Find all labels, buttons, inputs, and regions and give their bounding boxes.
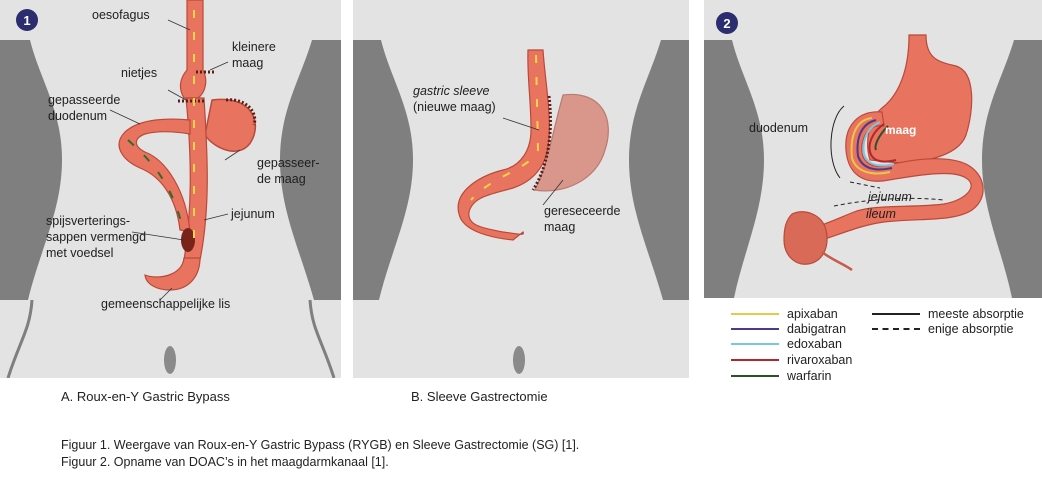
legend-label-enige: enige absorptie (928, 321, 1014, 336)
label-de-maag: de maag (257, 172, 306, 186)
legend-apixaban: apixaban (731, 306, 838, 321)
right-hip (308, 299, 336, 378)
left-shoulder (704, 40, 764, 298)
legend-warfarin: warfarin (731, 368, 831, 383)
badge-2: 2 (716, 12, 738, 34)
left-shoulder (0, 40, 62, 300)
right-shoulder (280, 40, 341, 300)
legend: apixaban dabigatran edoxaban rivaroxaban… (731, 306, 1042, 386)
legend-label-apixaban: apixaban (787, 306, 838, 321)
label-gepasseerde: gepasseerde (48, 93, 121, 107)
anastomosis (181, 228, 195, 252)
label-gastric-sleeve: gastric sleeve (413, 84, 490, 98)
left-hip (6, 299, 34, 378)
navel (513, 346, 525, 374)
panel-doac-absorption: 2 duodenum maag jejunum ileum (704, 0, 1042, 298)
legend-swatch-dashed (872, 327, 920, 330)
panel-roux-en-y: 1 oesofagus kleinere maag nietjes gepass… (0, 0, 341, 378)
legend-label-rivaroxaban: rivaroxaban (787, 352, 853, 367)
cecum (783, 211, 828, 265)
label-jejunum: jejunum (231, 207, 275, 221)
label-gemeenschappelijke-lis: gemeenschappelijke lis (101, 297, 231, 311)
label-spijsverterings: spijsverterings- (46, 214, 131, 228)
legend-label-edoxaban: edoxaban (787, 336, 842, 351)
sleeve-illustration (353, 40, 689, 374)
legend-label-dabigatran: dabigatran (787, 321, 847, 336)
absorption-lines (850, 117, 897, 175)
figure-caption-1: Figuur 1. Weergave van Roux-en-Y Gastric… (61, 438, 580, 452)
label-duodenum: duodenum (749, 121, 809, 135)
label-ileum: ileum (866, 207, 896, 221)
gi-tract-illustration (704, 34, 1042, 298)
legend-swatch-apixaban (731, 312, 779, 315)
stomach (867, 34, 973, 164)
label-maag: maag (232, 56, 264, 70)
label-gepasseer: gepasseer- (257, 156, 320, 170)
legend-swatch-rivaroxaban (731, 358, 779, 361)
staples-3 (225, 98, 257, 126)
legend-meeste-absorptie: meeste absorptie (872, 306, 1024, 321)
sleeve-stomach (457, 49, 550, 241)
panel-sleeve: gastric sleeve (nieuwe maag) gereseceerd… (353, 0, 689, 378)
legend-label-warfarin: warfarin (787, 368, 832, 383)
navel (164, 346, 176, 374)
figure-caption-2: Figuur 2. Opname van DOAC’s in het maagd… (61, 455, 389, 469)
legend-swatch-dabigatran (731, 327, 779, 330)
label-nieuwe-maag: (nieuwe maag) (413, 100, 496, 114)
common-limb (144, 257, 201, 291)
appendix (821, 251, 853, 272)
label-gereseceerde: gereseceerde (544, 204, 621, 218)
label-met-voedsel: met voedsel (46, 246, 114, 260)
leader-lines (502, 117, 564, 206)
label-maag: maag (885, 123, 917, 137)
label-kleinere: kleinere (232, 40, 276, 54)
juice-arrows (127, 139, 183, 226)
sleeve-staples (531, 95, 552, 191)
left-shoulder (353, 40, 413, 300)
legend-edoxaban: edoxaban (731, 336, 842, 351)
label-nietjes: nietjes (121, 66, 158, 80)
label-gereseceerde-maag: maag (544, 220, 576, 234)
label-jejunum: jejunum (868, 190, 912, 204)
caption-a: A. Roux-en-Y Gastric Bypass (61, 389, 230, 404)
legend-dabigatran: dabigatran (731, 321, 846, 336)
right-shoulder (629, 40, 689, 300)
label-duodenum: duodenum (48, 109, 108, 123)
roux-en-y-illustration (0, 0, 341, 378)
legend-swatch-edoxaban (731, 342, 779, 345)
caption-b: B. Sleeve Gastrectomie (411, 389, 548, 404)
resected-stomach (534, 93, 609, 192)
segment-arrows (830, 105, 945, 207)
legend-swatch-solid (872, 312, 920, 315)
label-oesofagus: oesofagus (92, 8, 150, 22)
badge-1: 1 (16, 9, 38, 31)
legend-rivaroxaban: rivaroxaban (731, 352, 852, 367)
legend-label-meeste: meeste absorptie (928, 306, 1024, 321)
legend-swatch-warfarin (731, 374, 779, 377)
legend-enige-absorptie: enige absorptie (872, 321, 1013, 336)
leader-lines (109, 19, 241, 301)
right-shoulder (982, 40, 1042, 298)
label-sappen: sappen vermengd (46, 230, 147, 244)
